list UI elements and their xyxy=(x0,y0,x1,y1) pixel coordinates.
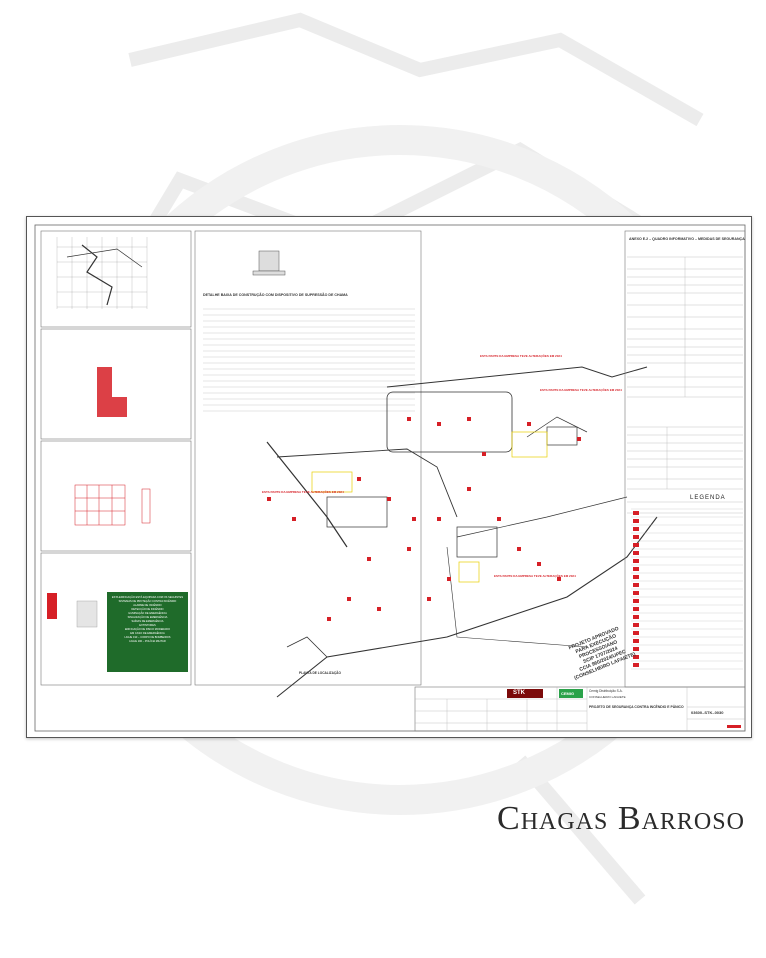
notice-line-10: LIGUE 190 – POLÍCIA MILITAR xyxy=(129,640,166,643)
project-title: PROJETO DE SEGURANÇA CONTRA INCÊNDIO E P… xyxy=(589,705,684,709)
notice-line-0: ESTA EDIFICAÇÃO ESTÁ EQUIPADA COM OS SEG… xyxy=(111,596,184,603)
notice-line-9: LIGUE 193 – CORPO DE BOMBEIROS xyxy=(124,636,171,639)
red-note-2: ESTA PARTE DA EMPRESA TEVE ALTERAÇÕES EM… xyxy=(540,388,622,392)
company-name: Cemig Distribuição S.A. xyxy=(589,689,623,693)
notice-line-4: SINALIZAÇÃO DE EMERGÊNCIA xyxy=(127,616,168,619)
red-note-1: ESTA PARTE DA EMPRESA TEVE ALTERAÇÕES EM… xyxy=(480,354,562,358)
brand-name: Chagas Barroso xyxy=(497,800,745,837)
section-title: DETALHE BAIXA DE CONSTRUÇÃO COM DISPOSIT… xyxy=(203,293,348,297)
city-name: CONSELHEIRO LAFAIETE xyxy=(589,695,626,699)
cemig-logo: CEMIG xyxy=(561,691,575,696)
notice-line-5: SAÍDAS DE EMERGÊNCIA xyxy=(131,620,164,623)
red-note-4: ESTA PARTE DA EMPRESA TEVE ALTERAÇÕES EM… xyxy=(494,574,576,578)
notice-line-6: EXTINTORES xyxy=(139,624,156,627)
annex-title: ANEXO E.2 – QUADRO INFORMATIVO – MEDIDAS… xyxy=(629,237,745,241)
notice-line-3: ILUMINAÇÃO DE EMERGÊNCIA xyxy=(128,612,167,615)
legend-title: LEGENDA xyxy=(690,495,726,501)
notice-line-7: EDIFICAÇÃO DE RISCO MODERADO xyxy=(124,628,171,631)
notice-line-2: DETECÇÃO DE INCÊNDIO xyxy=(131,608,164,611)
drawing-number: 03600–STK–0030 xyxy=(691,710,724,715)
notice-line-8: EM CASO DE EMERGÊNCIA xyxy=(130,632,165,635)
notice-line-1: ALARME DE INCÊNDIO xyxy=(133,604,162,607)
red-note-3: ESTA PARTE DA EMPRESA TEVE ALTERAÇÕES EM… xyxy=(262,490,344,494)
location-label: PLANTA DE LOCALIZAÇÃO xyxy=(299,671,341,675)
drawing-linework xyxy=(34,224,746,732)
stk-logo: STK xyxy=(513,690,525,696)
fire-safety-notice: ESTA EDIFICAÇÃO ESTÁ EQUIPADA COM OS SEG… xyxy=(107,592,188,672)
